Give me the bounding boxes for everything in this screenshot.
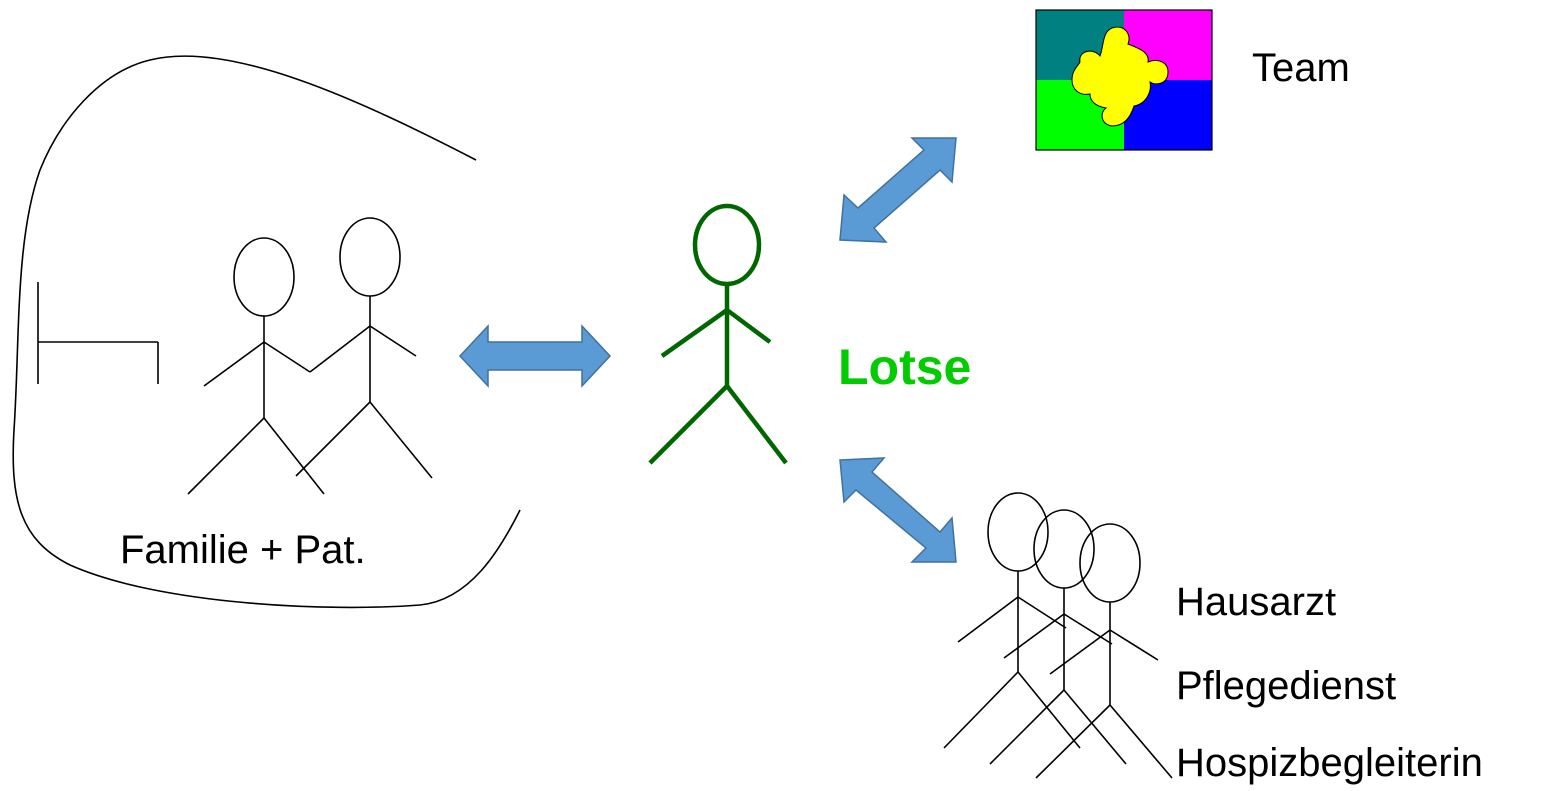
- lotse-figure: [648, 203, 788, 465]
- professional-label-pflegedienst: Pflegedienst: [1176, 664, 1397, 708]
- arrow-family-lotse: [458, 324, 612, 388]
- bed-icon: [37, 282, 159, 384]
- family-enclosure: [12, 55, 521, 609]
- professional-label-hausarzt: Hausarzt: [1176, 580, 1337, 624]
- family-label: Familie + Pat.: [120, 528, 366, 572]
- professional-person-2: [989, 509, 1127, 765]
- family-person-2: [295, 217, 433, 479]
- professionals-figures: [943, 492, 1173, 779]
- professional-person-3: [1035, 523, 1173, 779]
- professional-label-hospizbegleiterin: Hospizbegleiterin: [1176, 741, 1483, 785]
- team-label: Team: [1252, 46, 1350, 90]
- arrow-lotse-professionals: [839, 457, 957, 563]
- lotse-label: Lotse: [838, 339, 972, 395]
- family-person-1: [187, 237, 325, 495]
- puzzle-icon: [1035, 9, 1213, 151]
- professional-person-1: [943, 492, 1081, 749]
- arrow-lotse-team: [839, 137, 957, 243]
